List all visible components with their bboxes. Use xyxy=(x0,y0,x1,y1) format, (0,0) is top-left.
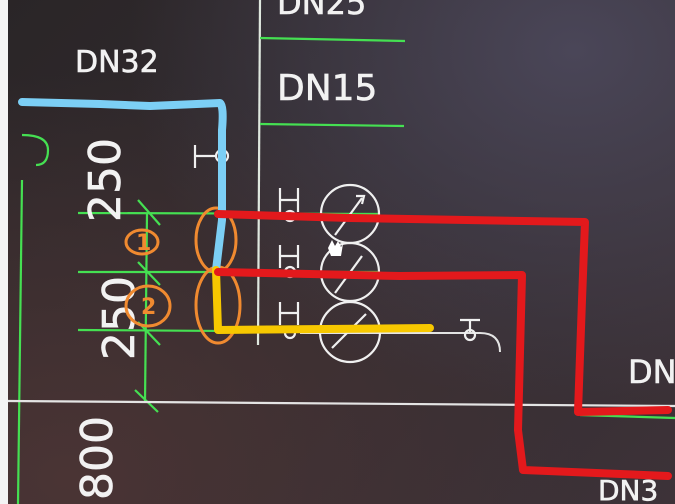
annotation-number-1: 1 xyxy=(136,231,151,256)
hand-cursor-icon xyxy=(328,240,343,256)
label-dn32: DN32 xyxy=(75,45,159,80)
pipe-elbow xyxy=(479,332,501,353)
annotation-number-2: 2 xyxy=(141,295,156,320)
tick-2 xyxy=(137,261,161,286)
dn25-leader xyxy=(259,36,406,43)
circle-annotation-1 xyxy=(124,228,160,256)
label-dn-right: DN xyxy=(628,353,675,391)
horizontal-wall-line xyxy=(7,399,675,408)
main-vertical-line xyxy=(256,0,262,346)
label-dn25: DN25 xyxy=(277,0,366,22)
red-marker-path-inner xyxy=(214,268,672,480)
label-dn15: DN15 xyxy=(277,68,377,109)
dim-extension xyxy=(143,212,149,403)
left-vertical-line xyxy=(16,179,24,504)
pipe-bend xyxy=(21,133,50,167)
dn15-leader xyxy=(259,122,405,128)
blue-marker-path xyxy=(18,98,227,274)
circle-annotation-2 xyxy=(124,284,172,328)
orange-annotations xyxy=(124,206,242,345)
dimension-250-upper: 250 xyxy=(80,138,131,222)
valve-icon-right xyxy=(460,318,480,342)
red-marker-path-outer xyxy=(214,210,672,416)
tick-1 xyxy=(137,199,161,226)
yellow-marker-path xyxy=(212,266,434,334)
monitor-bezel-left xyxy=(0,0,8,504)
dimension-800: 800 xyxy=(72,416,123,500)
